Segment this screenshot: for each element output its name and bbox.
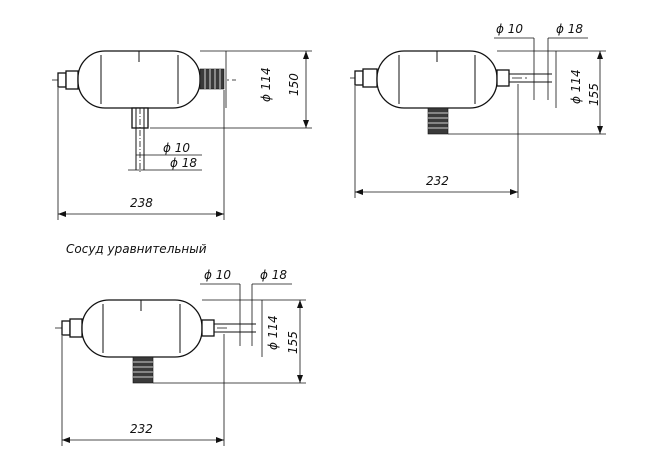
label-length: 232 <box>130 422 153 436</box>
label-length: 232 <box>426 174 449 188</box>
bottom-threaded-fitting <box>427 107 449 135</box>
view-bottom-left: ϕ 10 ϕ 18 ϕ 114 155 232 <box>55 268 306 446</box>
label-pipe-outer: ϕ 18 <box>170 156 197 170</box>
right-pipe <box>201 319 256 337</box>
label-pipe-inner: ϕ 10 <box>163 141 190 155</box>
drawing-caption: Сосуд уравнительный <box>66 242 207 256</box>
label-pipe-inner: ϕ 10 <box>204 268 231 282</box>
label-body-dia: ϕ 114 <box>569 69 583 104</box>
left-fitting <box>61 318 83 338</box>
bottom-pipe <box>131 107 149 172</box>
label-height: 155 <box>286 331 300 354</box>
label-height: 150 <box>287 73 301 96</box>
label-pipe-outer: ϕ 18 <box>260 268 287 282</box>
vessel-body <box>81 299 203 358</box>
label-body-dia: ϕ 114 <box>259 67 273 102</box>
label-height: 155 <box>587 83 601 106</box>
label-length: 238 <box>130 196 153 210</box>
view-top-left: ϕ 10 ϕ 18 ϕ 114 150 238 <box>52 50 312 220</box>
label-pipe-outer: ϕ 18 <box>556 22 583 36</box>
left-fitting <box>57 70 79 90</box>
right-pipe <box>496 69 552 87</box>
right-threaded-fitting <box>199 68 225 90</box>
view-top-right: ϕ 10 ϕ 18 ϕ 114 155 232 <box>350 22 606 198</box>
label-body-dia: ϕ 114 <box>266 315 280 350</box>
bottom-threaded-fitting <box>132 356 154 384</box>
label-pipe-inner: ϕ 10 <box>496 22 523 36</box>
left-fitting <box>354 68 378 88</box>
